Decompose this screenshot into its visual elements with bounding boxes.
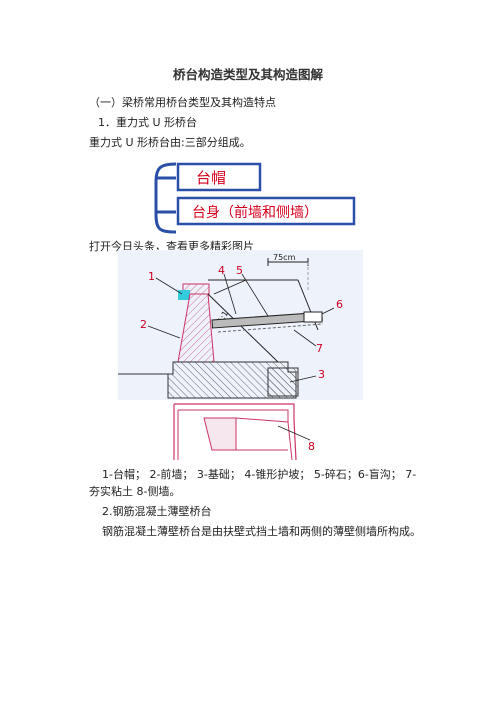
callout-5: 5 xyxy=(236,264,243,277)
legend-text: 1-台帽； 2-前墙； 3-基础； 4-锥形护坡； 5-碎石；6-盲沟； 7-夯… xyxy=(89,468,417,498)
callout-8: 8 xyxy=(308,440,315,453)
callout-2: 2 xyxy=(140,318,147,331)
body-box xyxy=(176,196,356,226)
side-wall-plan xyxy=(174,403,297,461)
body-label: 台身（前墙和侧墙） xyxy=(192,204,318,221)
bracket-brace xyxy=(154,162,177,234)
foundation xyxy=(167,361,297,399)
blind-drain xyxy=(303,311,323,323)
callout-6: 6 xyxy=(336,298,343,311)
parts-bracket-diagram: 台帽 台身（前墙和侧墙） xyxy=(154,162,356,234)
cap-label: 台帽 xyxy=(196,169,226,187)
item1-intro: 重力式 U 形桥台由:三部分组成。 xyxy=(89,136,251,149)
cap-highlight xyxy=(178,290,190,300)
item1-heading: 1．重力式 U 形桥台 xyxy=(98,116,198,129)
document-title: 桥台构造类型及其构造图解 xyxy=(172,67,323,82)
abutment-section-drawing: 75cm 1:1 1 2 xyxy=(118,250,363,465)
cap-box xyxy=(176,162,262,192)
callout-4: 4 xyxy=(218,264,225,277)
callout-7: 7 xyxy=(316,342,323,355)
section-heading: （一）梁桥常用桥台类型及其构造特点 xyxy=(89,96,276,109)
item2-text: 钢筋混凝土薄壁桥台是由扶壁式挡土墙和两侧的薄壁侧墙所构成。 xyxy=(102,525,421,538)
item2-heading: 2.钢筋混凝土薄壁桥台 xyxy=(102,505,212,518)
promo-text: 打开今日头条，查看更多精彩图片 xyxy=(89,240,254,253)
dimension-label: 75cm xyxy=(273,253,296,262)
callout-1: 1 xyxy=(148,270,155,283)
callout-3: 3 xyxy=(318,368,325,381)
